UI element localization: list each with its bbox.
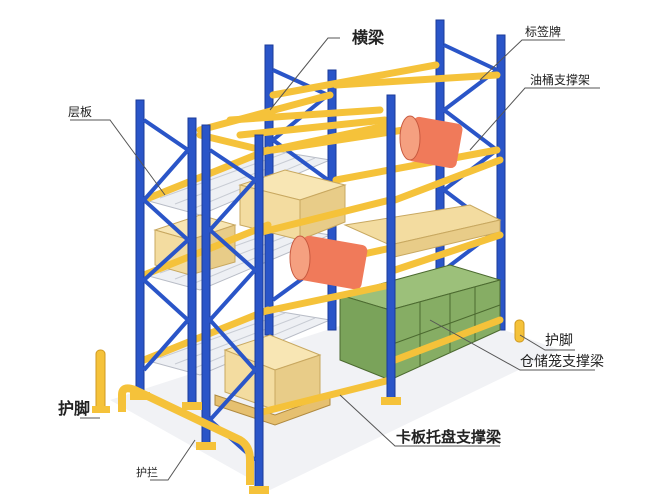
pallet — [214, 394, 331, 426]
label-crossbeam: 横梁 — [352, 28, 385, 47]
label-foot-guard-left: 护脚 — [58, 399, 90, 418]
label-foot-guard-right: 护脚 — [545, 333, 573, 349]
label-guard-rail: 护拦 — [136, 465, 158, 479]
label-cage-support-beam: 仓储笼支撑梁 — [520, 353, 604, 370]
front-uprights — [130, 94, 401, 494]
label-pallet-support-beam: 卡板托盘支撑梁 — [396, 428, 502, 446]
label-label-plate: 标签牌 — [525, 24, 561, 39]
leader-lines — [70, 37, 600, 481]
label-drum-support: 油桶支撑架 — [530, 72, 590, 87]
oil-barrels — [289, 115, 463, 290]
guard-rail — [118, 384, 254, 485]
label-shelf-panel: 层板 — [68, 105, 92, 119]
